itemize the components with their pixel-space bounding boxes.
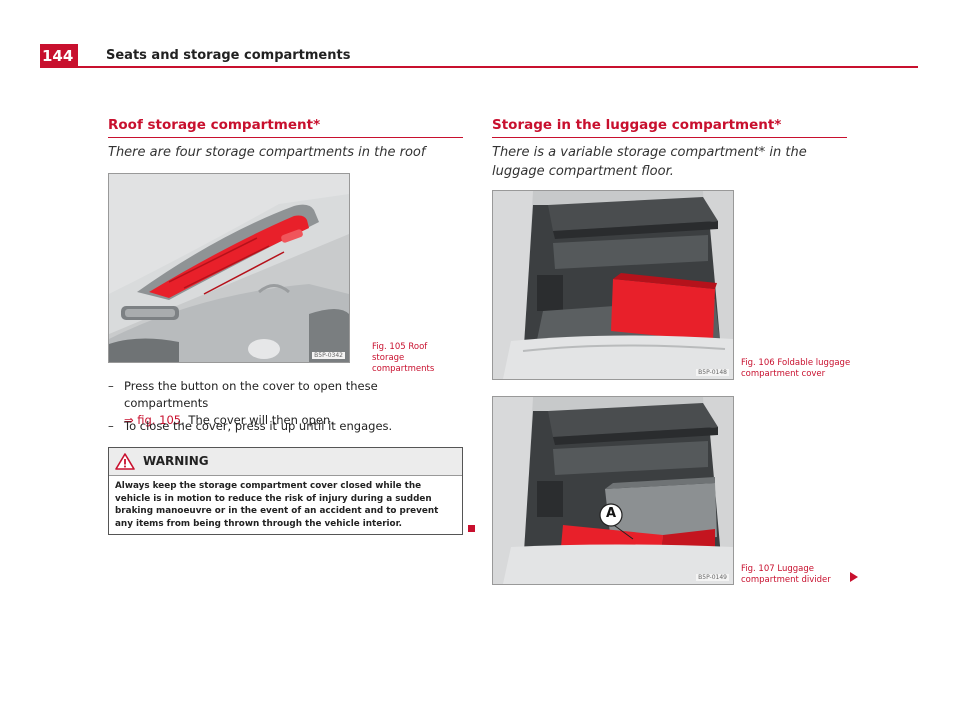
luggage-cover-illustration bbox=[493, 191, 733, 379]
figure-caption-107: Fig. 107 Luggage compartment divider bbox=[741, 564, 831, 585]
step-text: To close the cover, press it up until it… bbox=[124, 419, 393, 433]
figure-caption-106: Fig. 106 Foldable luggage compartment co… bbox=[741, 358, 851, 379]
warning-title: WARNING bbox=[143, 454, 209, 468]
step-dash: – bbox=[108, 379, 114, 393]
step-dash: – bbox=[108, 419, 114, 433]
figure-luggage-cover: B5P-0148 bbox=[492, 190, 734, 380]
section-intro-luggage: There is a variable storage compartment*… bbox=[492, 145, 807, 179]
warning-header: WARNING bbox=[109, 448, 462, 476]
step-text-after: . The cover will then open. bbox=[181, 413, 334, 427]
figure-roof-storage: B5P-0342 bbox=[108, 173, 350, 363]
figure-code: B5P-0148 bbox=[696, 369, 729, 376]
warning-box: WARNING Always keep the storage compartm… bbox=[108, 447, 463, 535]
page-header: 144 Seats and storage compartments bbox=[40, 44, 918, 68]
warning-triangle-icon bbox=[115, 453, 135, 470]
section-title-luggage: Storage in the luggage compartment* bbox=[492, 117, 847, 138]
figure-code: B5P-0342 bbox=[312, 352, 345, 359]
step-text: Press the button on the cover to open th… bbox=[124, 379, 378, 410]
figure-code: B5P-0149 bbox=[696, 574, 729, 581]
chapter-title: Seats and storage compartments bbox=[106, 48, 351, 63]
callout-label-a: A bbox=[605, 506, 617, 521]
instruction-step-1: – Press the button on the cover to open … bbox=[108, 378, 463, 429]
figure-caption-105: Fig. 105 Roof storage compartments bbox=[372, 342, 435, 374]
section-end-marker bbox=[468, 525, 475, 532]
figure-luggage-divider: A B5P-0149 bbox=[492, 396, 734, 585]
page-number: 144 bbox=[40, 44, 78, 68]
section-intro-roof: There are four storage compartments in t… bbox=[108, 145, 426, 160]
section-title-roof: Roof storage compartment* bbox=[108, 117, 463, 138]
warning-text: Always keep the storage compartment cove… bbox=[115, 481, 439, 529]
figure-reference-link[interactable]: ⇒ fig. 105 bbox=[124, 413, 182, 427]
roof-storage-illustration bbox=[109, 174, 349, 362]
luggage-divider-illustration bbox=[493, 397, 733, 584]
continue-arrow-icon bbox=[850, 572, 858, 582]
instruction-step-2: – To close the cover, press it up until … bbox=[108, 418, 463, 435]
